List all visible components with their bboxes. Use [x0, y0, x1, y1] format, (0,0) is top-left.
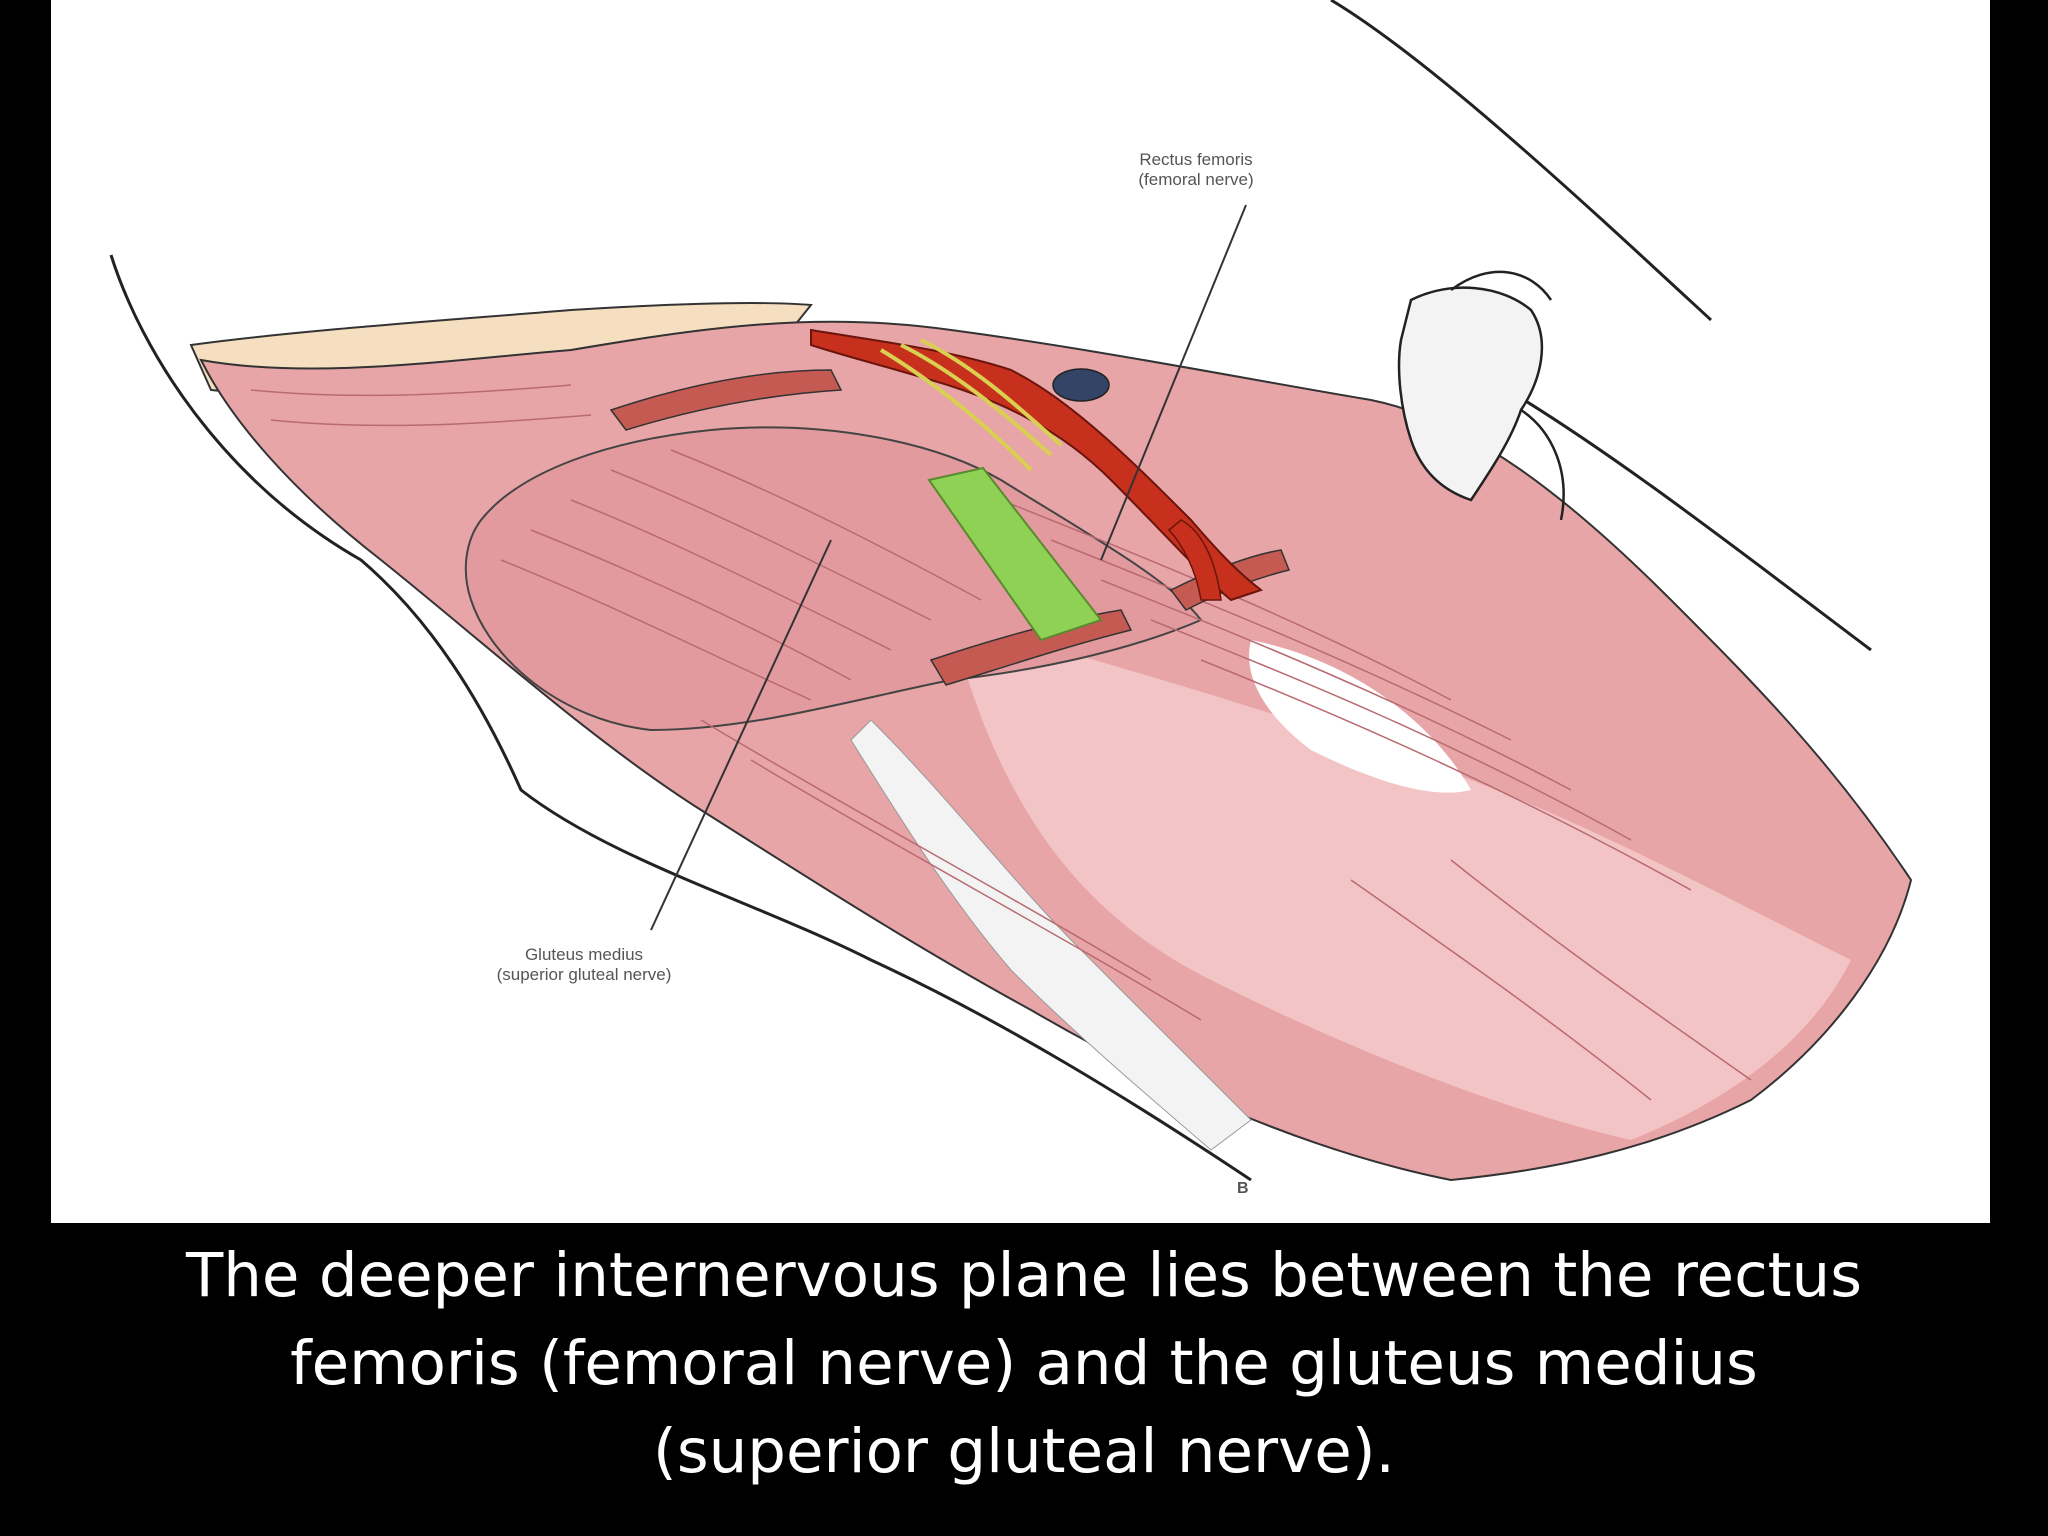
- joint-outline-lower: [1520, 408, 1565, 521]
- rectus-femoris-label-line1: Rectus femoris: [1139, 150, 1253, 169]
- vastus-lateralis: [951, 620, 1851, 1140]
- left-body-contour: [109, 254, 1252, 1182]
- lower-muscle-band: [929, 609, 1133, 686]
- gluteus-medius-leader: [650, 539, 832, 931]
- gluteus-medius-label: Gluteus medius (superior gluteal nerve): [394, 945, 774, 985]
- hip-dissection-drawing: [109, 0, 1913, 1182]
- slide-caption: The deeper internervous plane lies betwe…: [60, 1232, 1988, 1496]
- gluteus-medius-label-line2: (superior gluteal nerve): [496, 965, 672, 984]
- retractor-block: [927, 466, 1103, 642]
- gluteus-medius-label-line1: Gluteus medius: [524, 945, 644, 964]
- rectus-femoris-leader: [1100, 204, 1247, 561]
- muscle-fibers: [250, 384, 1752, 1101]
- vessel-branch: [1167, 519, 1222, 601]
- caption-line-3: (superior gluteal nerve).: [653, 1416, 1395, 1487]
- anatomy-illustration: Rectus femoris (femoral nerve) Gluteus m…: [51, 0, 1990, 1223]
- joint-capsule: [1397, 286, 1544, 502]
- femoral-nerve-branches: [879, 338, 1063, 472]
- upper-body-contour: [1330, 0, 1713, 322]
- rectus-femoris-label: Rectus femoris (femoral nerve): [1061, 150, 1331, 190]
- caption-line-2: femoris (femoral nerve) and the gluteus …: [290, 1328, 1758, 1399]
- joint-outline: [1450, 270, 1553, 301]
- vein-lumen: [1052, 368, 1110, 402]
- caption-line-1: The deeper internervous plane lies betwe…: [186, 1240, 1862, 1311]
- right-body-contour: [1490, 378, 1872, 652]
- iliotibial-band: [850, 719, 1252, 1151]
- fascia-patch: [1249, 640, 1471, 793]
- rectus-femoris-label-line2: (femoral nerve): [1138, 170, 1254, 189]
- tensor-fascia-band: [609, 369, 843, 431]
- figure-letter: B: [1237, 1180, 1249, 1197]
